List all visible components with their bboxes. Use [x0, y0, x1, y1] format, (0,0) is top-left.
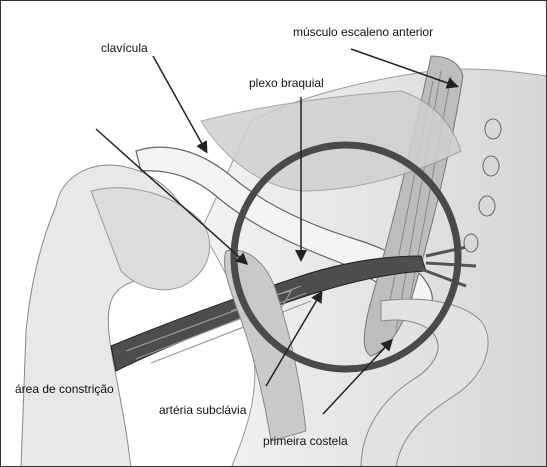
- label-clavicle: clavícula: [101, 42, 148, 54]
- label-first-rib: primeira costela: [263, 435, 348, 447]
- label-anterior-scalene: músculo escaleno anterior: [293, 26, 433, 38]
- label-constriction-area: área de constrição: [15, 383, 114, 395]
- leader-clavicle: [153, 56, 206, 151]
- label-brachial-plexus: plexo braquial: [249, 77, 324, 89]
- label-subclavian-artery: artéria subclávia: [159, 404, 246, 416]
